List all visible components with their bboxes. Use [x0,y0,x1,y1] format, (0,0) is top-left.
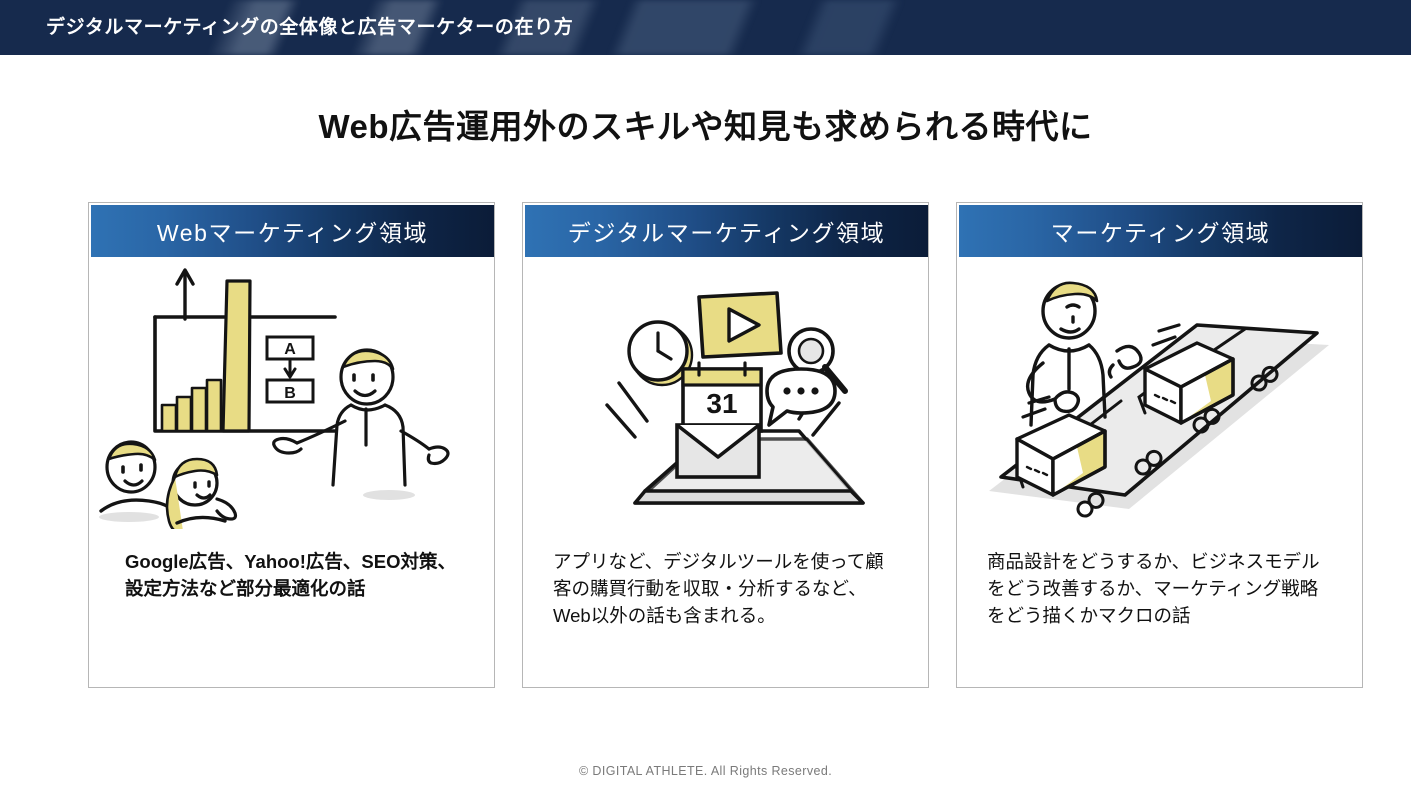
calendar-day-label: 31 [706,388,737,419]
diagram-label-b: B [284,385,296,402]
header-title: デジタルマーケティングの全体像と広告マーケターの在り方 [46,17,574,38]
card-body-text: アプリなど、デジタルツールを使って顧客の購買行動を収取・分析するなど、Web以外… [553,551,884,626]
slide-header-bar: デジタルマーケティングの全体像と広告マーケターの在り方 [0,0,1411,55]
card-digital-marketing: デジタルマーケティング領域 [522,202,929,688]
footer-copyright: © DIGITAL ATHLETE. All Rights Reserved. [578,764,833,778]
presentation-bar-chart-icon: A B [89,259,494,529]
card-header-label: マーケティング領域 [1050,220,1271,246]
card-header-digital-marketing: デジタルマーケティング領域 [525,205,928,257]
card-header-marketing: マーケティング領域 [959,205,1362,257]
conveyor-belt-thinking-person-icon [957,259,1362,529]
card-marketing: マーケティング領域 [956,202,1363,688]
page-title: Web広告運用外のスキルや知見も求められる時代に [318,108,1093,145]
card-body-text: 商品設計をどうするか、ビジネスモデルをどう改善するか、マーケティング戦略をどう描… [987,551,1320,626]
card-web-marketing: Webマーケティング領域 [88,202,495,688]
card-header-web-marketing: Webマーケティング領域 [91,205,494,257]
tablet-digital-icons-icon: 31 [523,259,928,529]
diagram-label-a: A [284,341,296,358]
card-body-text: Google広告、Yahoo!広告、SEO対策、設定方法など部分最適化の話 [125,551,456,599]
header-background-texture [0,0,1411,55]
card-header-label: デジタルマーケティング領域 [567,220,886,246]
card-group: Webマーケティング領域 [88,202,1364,690]
card-header-label: Webマーケティング領域 [156,220,429,246]
